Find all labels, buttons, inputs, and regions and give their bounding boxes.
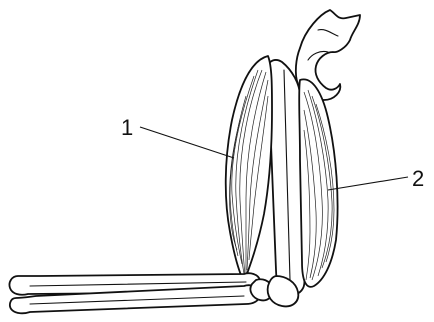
label-1: 1	[121, 115, 133, 140]
label-2: 2	[412, 166, 424, 191]
leader-line-1	[140, 127, 234, 158]
triceps-muscle	[299, 79, 337, 286]
forearm-bones	[9, 273, 260, 313]
elbow-joint	[250, 276, 298, 306]
biceps-muscle	[226, 56, 272, 282]
leader-line-2	[328, 177, 408, 190]
